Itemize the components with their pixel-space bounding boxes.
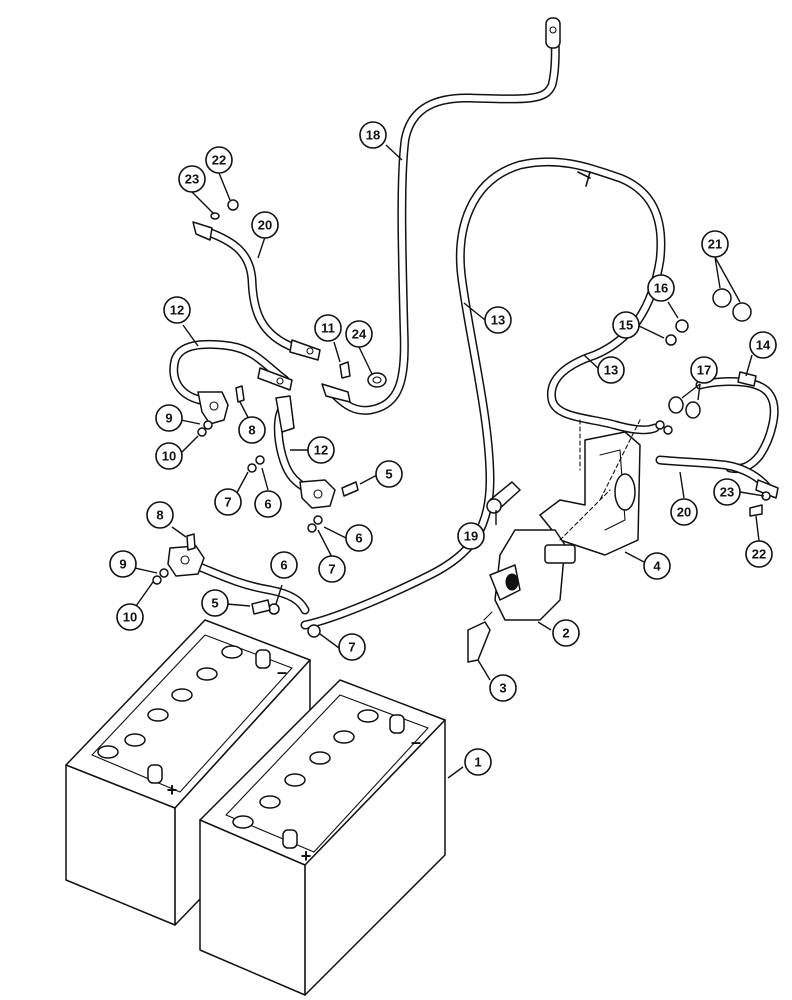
callout-10: 10 xyxy=(155,442,183,470)
callout-1: 1 xyxy=(464,748,492,776)
cable-14 xyxy=(695,371,779,474)
callout-label: 8 xyxy=(248,423,255,438)
callout-label: 9 xyxy=(165,411,172,426)
cable-18 xyxy=(321,17,561,415)
callout-11: 11 xyxy=(314,314,342,342)
callout-6: 6 xyxy=(345,524,373,552)
callout-label: 6 xyxy=(264,497,271,512)
callout-label: 6 xyxy=(355,531,362,546)
cable-13-positive xyxy=(300,157,666,630)
callout-label: 20 xyxy=(677,505,691,520)
callout-label: 5 xyxy=(385,467,392,482)
cable-20-lower xyxy=(655,455,779,499)
callout-3: 3 xyxy=(489,674,517,702)
callout-9: 9 xyxy=(109,550,137,578)
callout-9: 9 xyxy=(155,404,183,432)
callout-4: 4 xyxy=(643,552,671,580)
callout-17: 17 xyxy=(690,356,718,384)
callout-label: 23 xyxy=(185,172,199,187)
bracket-4 xyxy=(539,419,641,556)
callout-15: 15 xyxy=(612,311,640,339)
cable-12-upper xyxy=(169,339,293,425)
callout-label: 2 xyxy=(562,626,569,641)
callout-label: 19 xyxy=(464,529,478,544)
battery-front-positive-sign: + xyxy=(301,846,312,866)
callout-14: 14 xyxy=(749,331,777,359)
callout-label: 23 xyxy=(720,485,734,500)
callout-label: 12 xyxy=(170,303,184,318)
callout-label: 7 xyxy=(224,495,231,510)
callout-10: 10 xyxy=(116,603,144,631)
battery-back-positive-sign: + xyxy=(167,780,178,800)
callout-13: 13 xyxy=(597,356,625,384)
cable-main-negative xyxy=(167,545,310,615)
callout-label: 6 xyxy=(280,558,287,573)
callout-label: 1 xyxy=(474,755,481,770)
callout-label: 10 xyxy=(162,449,176,464)
callout-label: 8 xyxy=(156,508,163,523)
leader-lines xyxy=(125,144,765,779)
callout-21: 21 xyxy=(701,230,729,258)
callout-2: 2 xyxy=(552,619,580,647)
callout-23: 23 xyxy=(713,478,741,506)
callout-label: 13 xyxy=(491,313,505,328)
callout-18: 18 xyxy=(359,121,387,149)
callout-20: 20 xyxy=(670,498,698,526)
callout-7: 7 xyxy=(338,633,366,661)
callout-label: 4 xyxy=(653,559,661,574)
battery-front-negative-sign: – xyxy=(411,732,421,752)
cable-20-upper xyxy=(192,221,321,361)
callout-24: 24 xyxy=(345,320,373,348)
callout-label: 13 xyxy=(604,363,618,378)
callout-12: 12 xyxy=(307,436,335,464)
callout-label: 14 xyxy=(756,338,771,353)
callout-label: 21 xyxy=(708,237,722,252)
switch-2 xyxy=(489,489,611,621)
callout-16: 16 xyxy=(647,274,675,302)
callout-13: 13 xyxy=(484,306,512,334)
callout-12: 12 xyxy=(163,296,191,324)
callout-8: 8 xyxy=(238,416,266,444)
callout-label: 5 xyxy=(211,596,218,611)
callout-label: 16 xyxy=(654,281,668,296)
callout-label: 11 xyxy=(321,321,335,336)
callout-label: 15 xyxy=(619,318,633,333)
callout-label: 12 xyxy=(314,443,328,458)
callout-label: 10 xyxy=(123,610,137,625)
battery-front: + – xyxy=(199,679,446,996)
callout-label: 18 xyxy=(366,128,380,143)
callout-label: 3 xyxy=(499,681,506,696)
callout-6: 6 xyxy=(254,490,282,518)
key-3 xyxy=(467,611,493,663)
callout-label: 24 xyxy=(352,327,367,342)
callout-label: 22 xyxy=(212,153,226,168)
callout-20: 20 xyxy=(251,211,279,239)
hardware xyxy=(152,199,771,638)
callout-19: 19 xyxy=(457,522,485,550)
callout-7: 7 xyxy=(214,488,242,516)
bolt-19 xyxy=(486,481,521,514)
callout-label: 9 xyxy=(119,557,126,572)
callout-label: 7 xyxy=(328,562,335,577)
callout-23: 23 xyxy=(178,165,206,193)
callout-label: 7 xyxy=(348,640,355,655)
callout-6: 6 xyxy=(270,551,298,579)
cable-12-lower xyxy=(273,395,336,509)
callout-5: 5 xyxy=(375,460,403,488)
battery-back: + – xyxy=(65,619,311,926)
callout-5: 5 xyxy=(201,589,229,617)
callout-label: 17 xyxy=(697,363,711,378)
callout-label: 20 xyxy=(258,218,272,233)
callout-22: 22 xyxy=(205,146,233,174)
callout-22: 22 xyxy=(745,540,773,568)
callout-8: 8 xyxy=(146,501,174,529)
callout-label: 22 xyxy=(752,547,766,562)
battery-back-negative-sign: – xyxy=(277,662,287,682)
callout-7: 7 xyxy=(318,555,346,583)
